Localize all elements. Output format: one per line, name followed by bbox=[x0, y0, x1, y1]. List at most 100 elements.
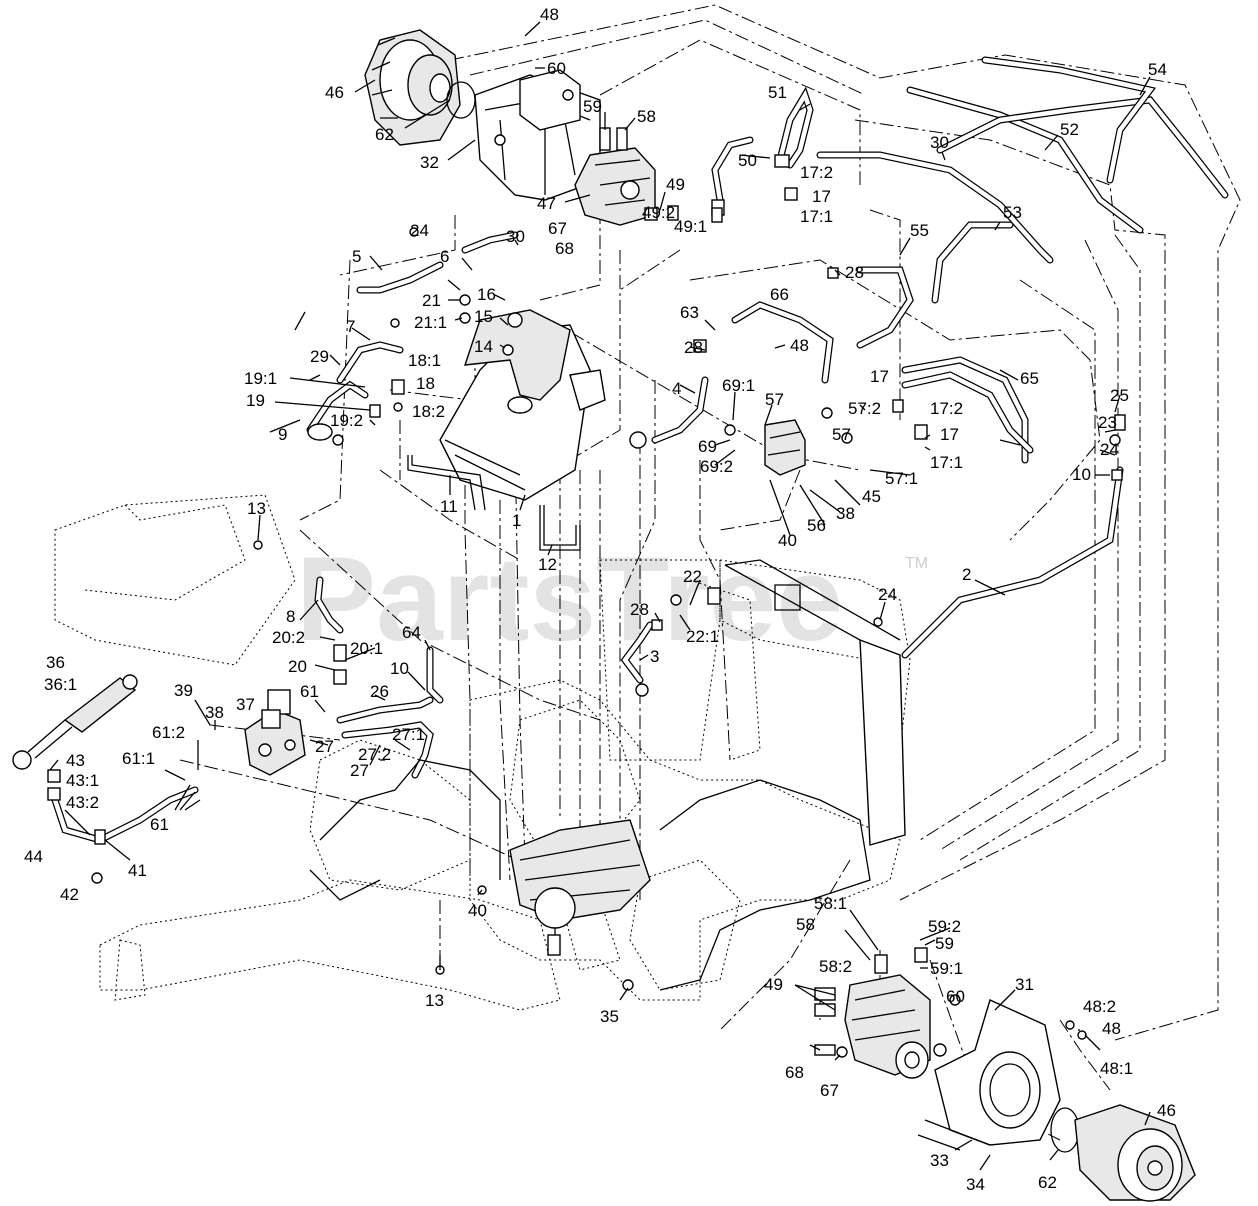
callout-24-right: 24 bbox=[1100, 440, 1119, 459]
callout-60-bottom: 60 bbox=[946, 987, 965, 1006]
callout-17-right: 17 bbox=[870, 367, 889, 386]
callout-23: 23 bbox=[1098, 413, 1117, 432]
small-fittings bbox=[332, 227, 471, 446]
callout-51: 51 bbox=[768, 83, 787, 102]
callout-17-3: 17 bbox=[940, 425, 959, 444]
callout-63: 63 bbox=[680, 303, 699, 322]
callout-18: 18 bbox=[416, 374, 435, 393]
callout-59-2: 59:2 bbox=[928, 917, 961, 936]
callout-61-top: 61 bbox=[300, 682, 319, 701]
callout-31: 31 bbox=[1015, 975, 1034, 994]
callout-69-2: 69:2 bbox=[700, 457, 733, 476]
callout-64: 64 bbox=[402, 623, 421, 642]
callout-28-lower: 28 bbox=[630, 600, 649, 619]
hoses-3-4 bbox=[620, 376, 709, 684]
callout-54: 54 bbox=[1148, 60, 1167, 79]
callout-65-top: 65 bbox=[1020, 369, 1039, 388]
callout-13-bottom: 13 bbox=[425, 991, 444, 1010]
callout-29-top: 29 bbox=[310, 347, 329, 366]
callout-49-1: 49:1 bbox=[674, 217, 707, 236]
watermark-trademark: TM bbox=[905, 555, 928, 572]
callout-35: 35 bbox=[600, 1007, 619, 1026]
callout-57-top: 57 bbox=[765, 390, 784, 409]
callout-57-2: 57:2 bbox=[848, 399, 881, 418]
callout-48-2: 48:2 bbox=[1083, 997, 1116, 1016]
tank-lines bbox=[407, 455, 581, 551]
callout-59: 59 bbox=[583, 97, 602, 116]
callout-22-1: 22:1 bbox=[686, 627, 719, 646]
callout-17: 17 bbox=[812, 187, 831, 206]
callout-24-lower: 24 bbox=[878, 585, 897, 604]
callout-62-bottom: 62 bbox=[1038, 1173, 1057, 1192]
callout-17-1-right: 17:1 bbox=[930, 453, 963, 472]
callout-38-left: 38 bbox=[205, 703, 224, 722]
callout-49-2: 49:2 bbox=[642, 203, 675, 222]
callout-67: 67 bbox=[548, 219, 567, 238]
callout-30: 30 bbox=[930, 133, 949, 152]
callout-27-1: 27:1 bbox=[392, 725, 425, 744]
callout-19: 19 bbox=[246, 391, 265, 410]
callout-49: 49 bbox=[666, 175, 685, 194]
callout-17-2: 17:2 bbox=[800, 163, 833, 182]
callout-52: 52 bbox=[1060, 120, 1079, 139]
callout-67-bottom: 67 bbox=[820, 1081, 839, 1100]
callout-42: 42 bbox=[60, 885, 79, 904]
hose-66 bbox=[731, 301, 834, 384]
callout-45: 45 bbox=[862, 487, 881, 506]
callout-32: 32 bbox=[420, 153, 439, 172]
callout-38-right: 38 bbox=[836, 504, 855, 523]
hydraulic-pump-top bbox=[574, 127, 679, 226]
callout-3: 3 bbox=[650, 647, 659, 666]
callout-7: 7 bbox=[346, 317, 355, 336]
callout-56: 56 bbox=[807, 516, 826, 535]
callout-61-2: 61:2 bbox=[152, 723, 185, 742]
callout-43-2: 43:2 bbox=[66, 793, 99, 812]
callout-16: 16 bbox=[477, 285, 496, 304]
callout-28-top: 28 bbox=[845, 263, 864, 282]
hose-8 bbox=[314, 576, 347, 685]
callout-18-2: 18:2 bbox=[412, 402, 445, 421]
callout-1: 1 bbox=[512, 511, 521, 530]
callout-46-bottom: 46 bbox=[1157, 1101, 1176, 1120]
callout-34: 34 bbox=[966, 1175, 985, 1194]
callout-58-1: 58:1 bbox=[814, 894, 847, 913]
hydraulic-tank bbox=[439, 309, 606, 501]
lift-valve-37 bbox=[244, 689, 306, 776]
watermark-text: PartsTree bbox=[296, 532, 843, 666]
hose-65 bbox=[901, 356, 1034, 464]
callout-59-1: 59:1 bbox=[930, 959, 963, 978]
callout-43-1: 43:1 bbox=[66, 771, 99, 790]
chassis-frame bbox=[309, 759, 871, 991]
callout-28-mid: 28 bbox=[684, 338, 703, 357]
motor-bracket-31 bbox=[917, 994, 1061, 1151]
callout-27-mid: 27 bbox=[315, 737, 334, 756]
callout-59-bottom: 59 bbox=[935, 934, 954, 953]
callout-50: 50 bbox=[738, 151, 757, 170]
top-hoses bbox=[711, 86, 814, 223]
callout-27-bottom: 27 bbox=[350, 761, 369, 780]
callout-37: 37 bbox=[236, 695, 255, 714]
callout-69: 69 bbox=[698, 437, 717, 456]
callout-9: 9 bbox=[278, 425, 287, 444]
valve-block-56 bbox=[724, 407, 853, 476]
callout-26: 26 bbox=[370, 682, 389, 701]
callout-48-1: 48:1 bbox=[1100, 1059, 1133, 1078]
callout-30-mid: 30 bbox=[506, 227, 525, 246]
long-hoses bbox=[816, 56, 1229, 304]
callout-58: 58 bbox=[637, 107, 656, 126]
callout-66: 66 bbox=[770, 285, 789, 304]
callout-43: 43 bbox=[66, 751, 85, 770]
hose-55 bbox=[827, 266, 914, 349]
callout-60: 60 bbox=[547, 59, 566, 78]
callout-17-2-right: 17:2 bbox=[930, 399, 963, 418]
callout-49-bottom: 49 bbox=[764, 975, 783, 994]
callout-40-bottom: 40 bbox=[468, 901, 487, 920]
callout-27-2: 27:2 bbox=[358, 745, 391, 764]
callout-57-1: 57:1 bbox=[885, 469, 918, 488]
callout-40-right: 40 bbox=[778, 531, 797, 550]
callout-14: 14 bbox=[474, 337, 493, 356]
callout-22: 22 bbox=[683, 567, 702, 586]
callout-61-bottom: 61 bbox=[150, 815, 169, 834]
callout-55: 55 bbox=[910, 221, 929, 240]
